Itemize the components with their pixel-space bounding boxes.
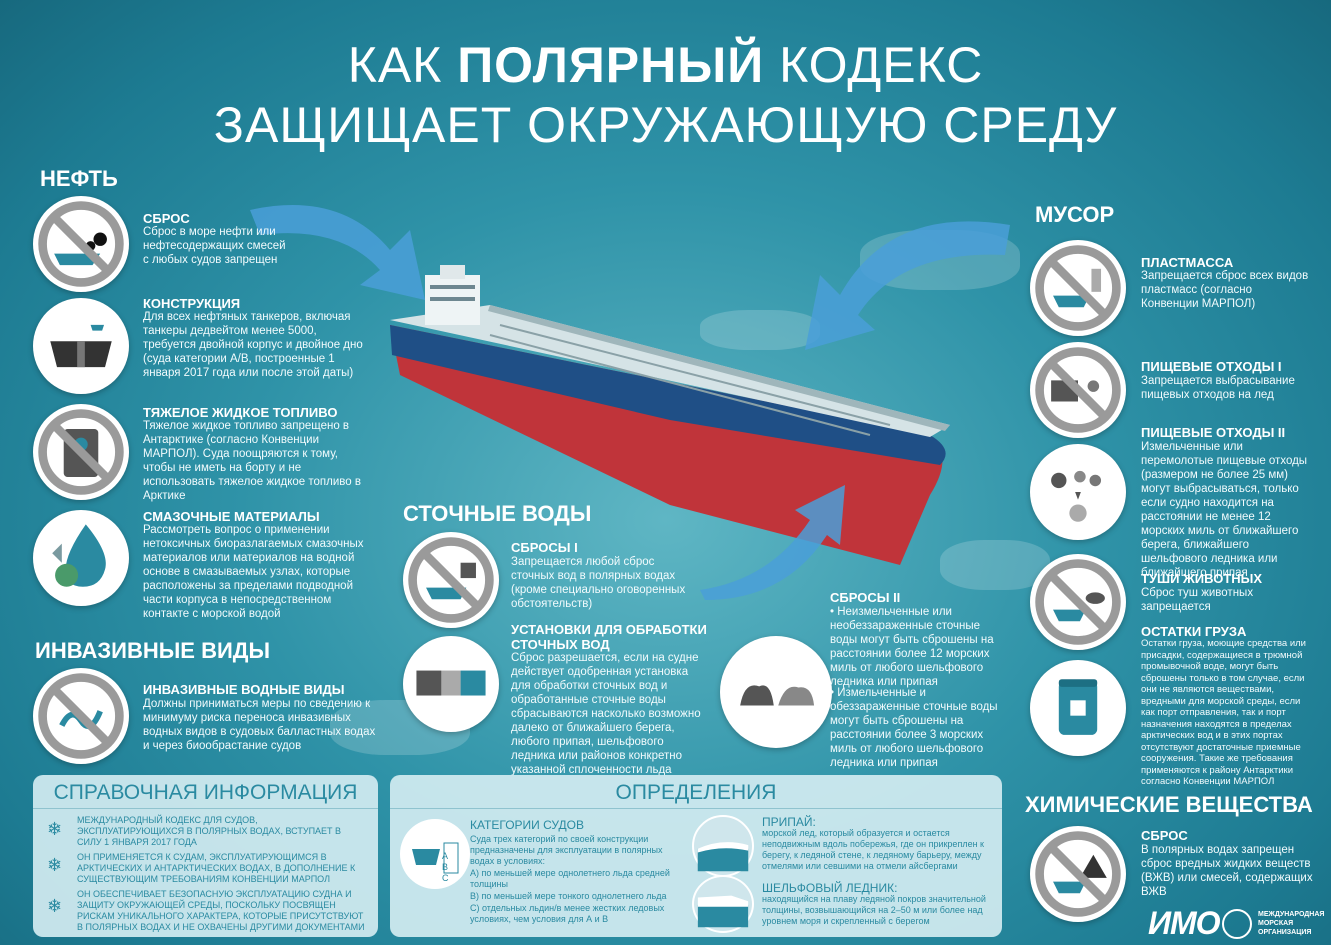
no-invasive-species-icon [33,668,129,764]
reference-info-item: МЕЖДУНАРОДНЫЙ КОДЕКС ДЛЯ СУДОВ, ЭКСПЛУАТ… [77,815,342,847]
oil-item-text: Тяжелое жидкое топливо запрещено в Антар… [143,420,361,502]
imo-logo-text: ИМО [1148,905,1221,941]
ice-shelf-title: ШЕЛЬФОВЫЙ ЛЕДНИК: [762,881,898,895]
no-animal-carcasses-icon [1030,554,1126,650]
reference-info-item: ОН ПРИМЕНЯЕТСЯ К СУДАМ, ЭКСПЛУАТИРУЮЩИМС… [77,852,356,884]
garbage-item-title: ПЛАСТМАССА [1141,255,1234,270]
oil-item-text: Рассмотреть вопрос о применении нетоксич… [143,524,364,620]
reference-info-panel: СПРАВОЧНАЯ ИНФОРМАЦИЯ ❄ МЕЖДУНАРОДНЫЙ КО… [33,775,378,937]
reference-info-heading: СПРАВОЧНАЯ ИНФОРМАЦИЯ [53,781,358,804]
sewage-s1-title: СБРОСЫ I [511,540,578,555]
cargo-residue-barrel-icon [1030,660,1126,756]
category-b-text: В) по меньшей мере тонкого однолетнего л… [470,891,667,901]
garbage-item-text: Запрещается сброс всех видов пластмасс (… [1141,270,1309,310]
double-hull-icon [33,298,129,394]
sewage-s2-text2: • Измельченные и обеззараженные сточные … [830,687,998,769]
oil-item-title: ТЯЖЕЛОЕ ЖИДКОЕ ТОПЛИВО [143,405,338,420]
no-sewage-discharge-icon [403,532,499,628]
ice-shelf-text: находящийся на плаву ледяной покров знач… [762,894,986,926]
imo-caption: МЕЖДУНАРОДНАЯ МОРСКАЯ ОРГАНИЗАЦИЯ [1258,911,1325,936]
sewage-plant-text: Сброс разрешается, если на судне действу… [511,652,701,776]
garbage-item-title: ТУШИ ЖИВОТНЫХ [1141,571,1263,586]
sewage-s1-text: Запрещается любой сброс сточных вод в по… [511,556,686,610]
no-heavy-fuel-icon [33,404,129,500]
categories-title: КАТЕГОРИИ СУДОВ [470,818,584,832]
chemicals-title: СБРОС [1141,828,1188,843]
sewage-heading: СТОЧНЫЕ ВОДЫ [403,501,592,526]
invasive-heading: ИНВАЗИВНЫЕ ВИДЫ [35,638,270,663]
sewage-s2-text1: • Неизмельченные или необеззараженные ст… [830,606,994,688]
arrow-to-ship-right [805,221,1010,350]
fast-ice-icon [692,815,754,877]
definitions-heading: ОПРЕДЕЛЕНИЯ [615,781,777,804]
tanker-ship-illustration [390,265,950,565]
eco-lubricant-icon [33,510,129,606]
garbage-item-text: Остатки груза, моющие средства или приса… [1141,638,1306,787]
arrow-sewage [700,485,845,600]
fast-ice-title: ПРИПАЙ: [762,815,816,829]
garbage-item-text: Запрещается выбрасывание пищевых отходов… [1141,375,1295,401]
garbage-heading: МУСОР [1035,202,1115,227]
chemicals-heading: ХИМИЧЕСКИЕ ВЕЩЕСТВА [1025,792,1313,817]
page-title-line1: КАК ПОЛЯРНЫЙ КОДЕКС [347,37,984,93]
ground-food-waste-icon [1030,444,1126,540]
ship-categories-icon [400,819,470,889]
garbage-item-text: Сброс туш животных запрещается [1141,587,1254,613]
snowflake-icon: ❄ [47,855,63,875]
no-oil-discharge-icon [33,196,129,292]
no-plastic-icon [1030,240,1126,336]
arrow-to-ship-left [250,205,425,300]
oil-heading: НЕФТЬ [40,166,118,191]
invasive-text: Должны приниматься меры по сведению к ми… [143,698,376,752]
invasive-title: ИНВАЗИВНЫЕ ВОДНЫЕ ВИДЫ [143,682,345,697]
category-c-text: С) отдельных льдин/в менее жестких ледов… [470,903,665,924]
fast-ice-text: морской лед, который образуется и остает… [762,828,984,871]
no-chemical-discharge-icon [1030,826,1126,922]
sewage-s2-title: СБРОСЫ II [830,590,901,605]
oil-item-title: СБРОС [143,211,190,226]
ground-sewage-icon [720,636,832,748]
garbage-item-title: ПИЩЕВЫЕ ОТХОДЫ II [1141,425,1286,440]
garbage-item-text: Измельченные или перемолотые пищевые отх… [1141,441,1308,579]
ice-shelf-icon [692,875,754,933]
oil-item-title: КОНСТРУКЦИЯ [143,296,241,311]
categories-text: Суда трех категорий по своей конструкции… [470,834,663,866]
no-food-waste-icon [1030,342,1126,438]
oil-item-title: СМАЗОЧНЫЕ МАТЕРИАЛЫ [143,509,320,524]
chemicals-text: В полярных водах запрещен сброс вредных … [1141,844,1313,898]
category-a-text: А) по меньшей мере однолетнего льда сред… [470,868,670,889]
sewage-treatment-plant-icon [403,636,499,732]
sewage-plant-title: УСТАНОВКИ ДЛЯ ОБРАБОТКИ СТОЧНЫХ ВОД [511,622,707,652]
page-title-line2: ЗАЩИЩАЕТ ОКРУЖАЮЩУЮ СРЕДУ [213,97,1118,153]
ice-floe [700,310,820,350]
garbage-item-title: ПИЩЕВЫЕ ОТХОДЫ I [1141,359,1282,374]
snowflake-icon: ❄ [47,819,63,839]
oil-item-text: Сброс в море нефти или нефтесодержащих с… [143,226,286,266]
imo-emblem-icon [1222,909,1252,939]
oil-item-text: Для всех нефтяных танкеров, включая танк… [143,311,363,379]
reference-info-item: ОН ОБЕСПЕЧИВАЕТ БЕЗОПАСНУЮ ЭКСПЛУАТАЦИЮ … [77,889,365,932]
garbage-item-title: ОСТАТКИ ГРУЗА [1141,624,1247,639]
snowflake-icon: ❄ [47,896,63,916]
ice-floe [940,540,1050,590]
